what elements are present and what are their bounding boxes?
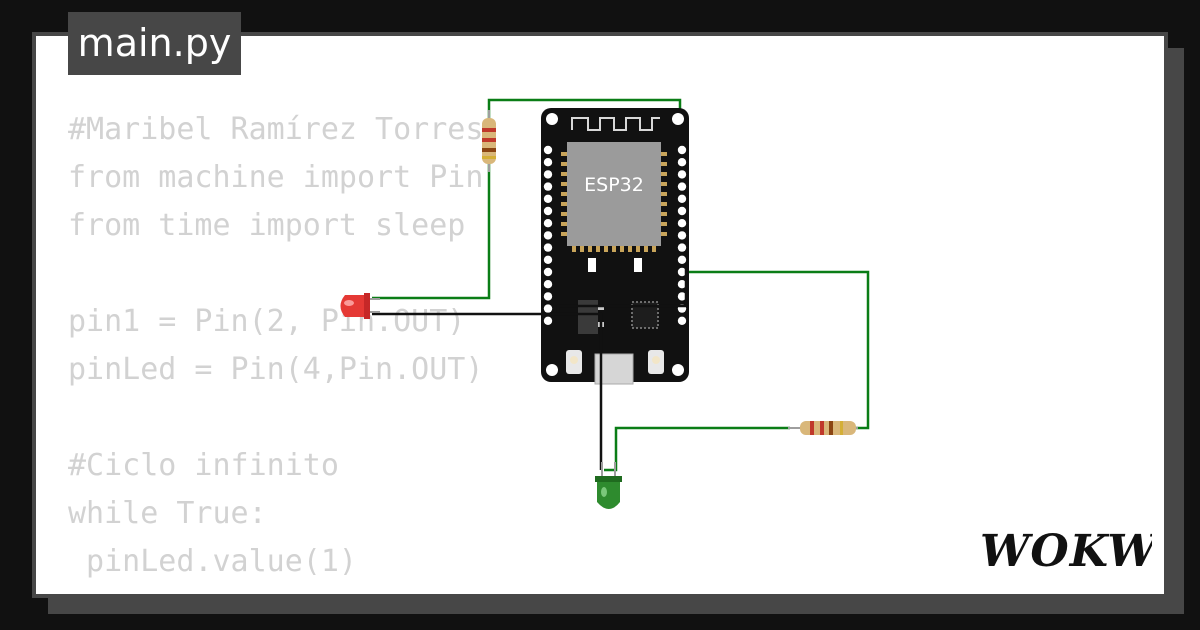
module-pad xyxy=(561,212,567,216)
module-pad xyxy=(561,202,567,206)
code-line-11: pin1.value(1) xyxy=(68,586,664,594)
module-pad xyxy=(561,182,567,186)
module-pad xyxy=(561,162,567,166)
module-pad xyxy=(661,162,667,166)
module-pad xyxy=(561,152,567,156)
wire-gnd-red-led xyxy=(372,312,603,470)
header-pin xyxy=(677,145,687,155)
header-pin xyxy=(543,231,553,240)
header-pin xyxy=(677,243,687,252)
resistor-2[interactable] xyxy=(788,421,858,435)
wire-resistor2-to-green-led xyxy=(604,426,790,472)
header-pin xyxy=(543,304,553,313)
module-pad xyxy=(572,246,576,252)
module-pad xyxy=(661,232,667,236)
code-line-6: pinLed = Pin(4,Pin.OUT) xyxy=(68,352,484,387)
led-green[interactable] xyxy=(595,462,622,509)
code-line-8: #Ciclo infinito xyxy=(68,448,339,483)
wire-resistor1-to-red-led xyxy=(372,160,491,300)
header-pin xyxy=(677,170,687,179)
wires-black xyxy=(372,268,688,470)
module-pad xyxy=(661,182,667,186)
antenna-trace xyxy=(571,117,660,131)
header-pin xyxy=(543,206,553,216)
header-pin xyxy=(677,231,687,240)
module-pad xyxy=(628,246,632,252)
code-line-5: pin1 = Pin(2, Pin.OUT) xyxy=(68,304,466,339)
header-pin xyxy=(677,292,687,301)
header-pin xyxy=(543,170,553,179)
module-pad xyxy=(661,212,667,216)
module-pad xyxy=(588,246,592,252)
esp32-board[interactable]: ESP32 xyxy=(541,108,689,385)
header-pin xyxy=(543,267,553,277)
smd-component xyxy=(588,258,596,272)
code-line-10: pinLed.value(1) xyxy=(68,544,357,579)
module-pad xyxy=(561,192,567,196)
mount-hole xyxy=(672,113,684,125)
header-pins-right xyxy=(677,145,687,325)
file-name-tab: main.py xyxy=(68,12,241,75)
header-pin xyxy=(677,206,687,216)
module-pad xyxy=(580,246,584,252)
module-pad xyxy=(561,232,567,236)
module-pad xyxy=(652,246,656,252)
code-line-2: from machine import Pin xyxy=(68,160,484,195)
module-pad xyxy=(661,172,667,176)
button-cap xyxy=(652,356,660,364)
module-pad xyxy=(661,192,667,196)
header-pin xyxy=(677,280,687,289)
button-cap xyxy=(570,356,578,364)
mount-hole xyxy=(672,364,684,376)
header-pin xyxy=(677,267,687,277)
esp32-module xyxy=(567,142,661,246)
header-pin xyxy=(677,219,687,228)
header-pin xyxy=(543,243,553,252)
header-pin xyxy=(677,194,687,203)
wire-board-to-resistor2 xyxy=(680,270,870,430)
mount-hole xyxy=(546,364,558,376)
code-line-3: from time import sleep xyxy=(68,208,466,243)
voltage-regulator xyxy=(578,300,598,334)
module-pad xyxy=(561,172,567,176)
module-pad xyxy=(661,222,667,226)
module-pad xyxy=(596,246,600,252)
module-pads xyxy=(561,152,667,252)
header-pin xyxy=(543,158,553,167)
module-pad xyxy=(636,246,640,252)
header-pin xyxy=(543,280,553,289)
module-pad xyxy=(644,246,648,252)
header-pin xyxy=(677,316,687,325)
header-pin xyxy=(543,194,553,203)
esp32-label: ESP32 xyxy=(584,174,644,196)
header-pin xyxy=(677,255,687,264)
module-pad xyxy=(612,246,616,252)
header-pin xyxy=(543,145,553,155)
header-pin xyxy=(543,255,553,264)
code-line-9: while True: xyxy=(68,496,267,531)
wokwi-logo: WOKWi xyxy=(980,526,1152,577)
wire-gnd-board xyxy=(556,268,688,312)
resistor-1[interactable] xyxy=(482,110,496,172)
mount-hole xyxy=(546,113,558,125)
header-pin xyxy=(543,182,553,191)
module-pad xyxy=(661,202,667,206)
header-pin xyxy=(543,316,553,325)
wokwi-logo-text: WOKWi xyxy=(980,526,1152,577)
header-pins-left xyxy=(543,145,553,325)
header-pin xyxy=(677,158,687,167)
smd-component xyxy=(634,258,642,272)
module-pad xyxy=(561,222,567,226)
module-pad xyxy=(604,246,608,252)
module-pad xyxy=(661,152,667,156)
header-pin xyxy=(543,219,553,228)
header-pin xyxy=(677,182,687,191)
header-pin xyxy=(543,292,553,301)
led-red[interactable] xyxy=(340,293,381,319)
module-pad xyxy=(620,246,624,252)
regulator-pin xyxy=(598,305,604,310)
